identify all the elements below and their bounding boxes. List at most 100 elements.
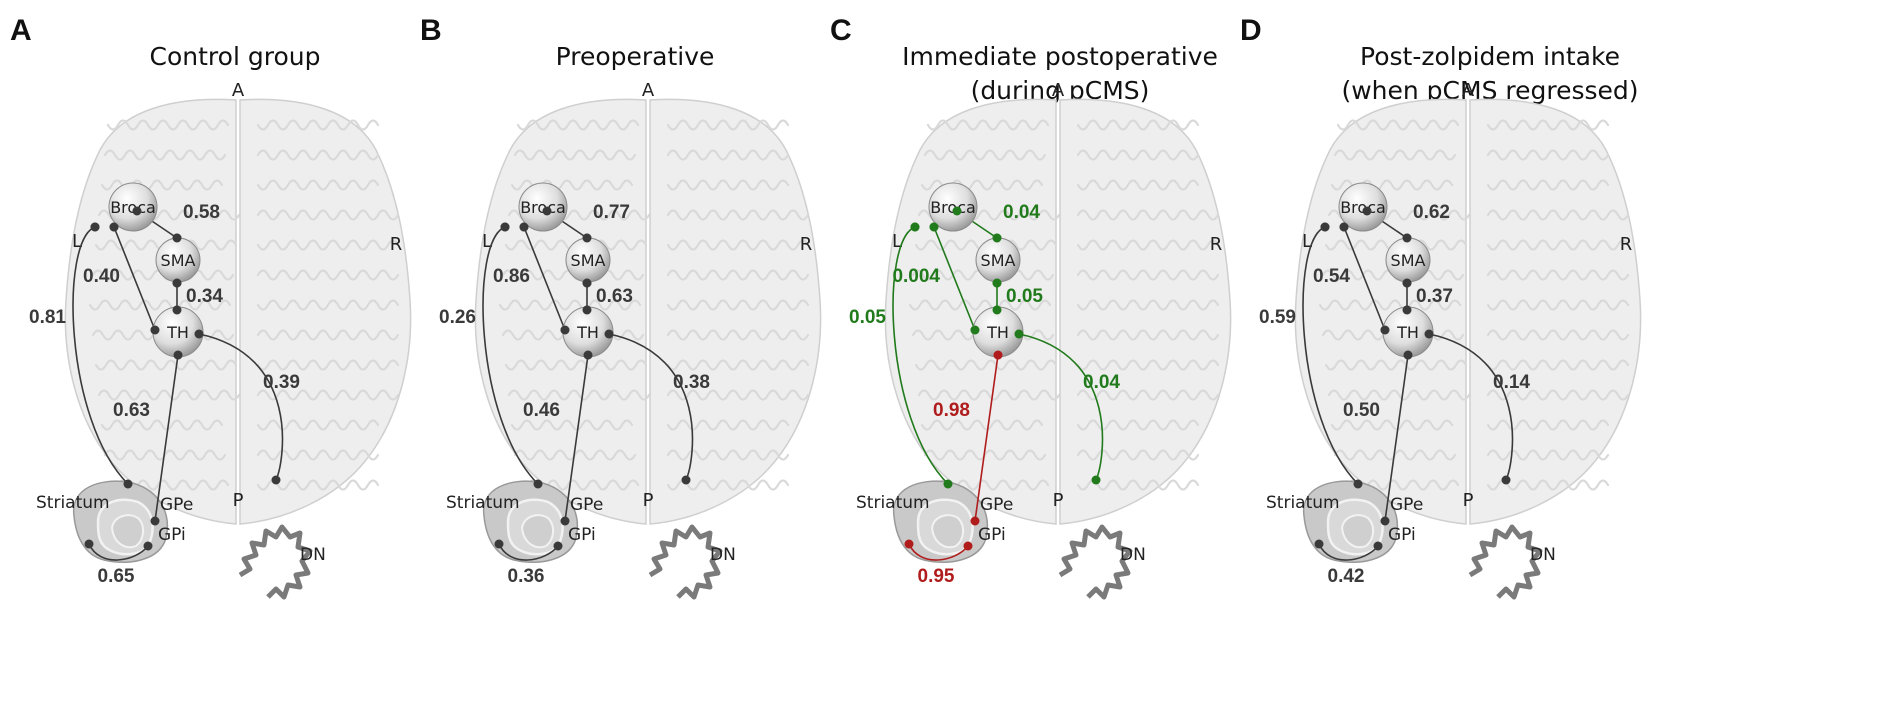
connection-value-broca-sma: 0.62 [1413,202,1450,223]
orientation-label-posterior: P [1463,490,1474,511]
connection-striatum-gpi [498,543,559,561]
connection-endpoint [970,325,980,335]
connection-endpoint [1091,475,1101,485]
connection-endpoint [494,539,504,549]
connection-endpoint [1380,325,1390,335]
connection-endpoint [1402,233,1412,243]
connection-broca-striatum [1302,226,1359,485]
connection-broca-th [113,226,156,331]
connection-value-th-dn: 0.38 [673,372,710,393]
connection-value-sma-th: 0.37 [1416,286,1453,307]
node-label-th: TH [166,323,189,342]
connection-endpoint [553,541,563,551]
orientation-label-right: R [1620,234,1633,255]
node-label-th: TH [986,323,1009,342]
connection-value-broca-th: 0.40 [83,266,120,287]
connection-endpoint [910,222,920,232]
orientation-label-right: R [800,234,813,255]
orientation-label-left: L [892,231,902,252]
connection-endpoint [173,350,183,360]
dentate-nucleus-illustration [1468,524,1543,600]
panel-letter: B [420,14,442,47]
panel-title-line: Control group [149,42,321,71]
connection-value-striatum-gpi: 0.95 [918,566,955,587]
connection-endpoint [992,278,1002,288]
connection-value-striatum-gpi: 0.65 [98,566,135,587]
connection-value-th-dn: 0.39 [263,372,300,393]
connection-endpoint [1362,206,1372,216]
node-broca [1338,182,1388,232]
connection-value-broca-striatum: 0.05 [849,307,886,328]
structure-label-striatum: Striatum [856,493,930,513]
node-label-sma: SMA [571,251,606,270]
connection-striatum-gpi [1318,543,1379,561]
basal-ganglia-illustration [893,480,988,563]
structure-label-gpi: GPi [568,525,596,545]
connection-value-th-dn: 0.04 [1083,372,1120,393]
connection-value-th-gpi: 0.50 [1343,400,1380,421]
connection-endpoint [582,305,592,315]
connection-value-striatum-gpi: 0.42 [1328,566,1365,587]
connection-th-gpi [1384,354,1409,522]
connection-value-th-gpi: 0.63 [113,400,150,421]
orientation-label-posterior: P [1053,490,1064,511]
structure-label-striatum: Striatum [446,493,520,513]
structure-label-dn: DN [300,545,326,565]
orientation-label-anterior: A [232,80,245,101]
brain-illustration [474,98,822,525]
connection-endpoint [542,206,552,216]
connection-endpoint [123,479,133,489]
orientation-label-right: R [1210,234,1223,255]
connection-endpoint [1353,479,1363,489]
node-broca [108,182,158,232]
connection-broca-striatum [482,226,539,485]
connection-value-sma-th: 0.34 [186,286,223,307]
structure-label-gpi: GPi [158,525,186,545]
connection-endpoint [1402,278,1412,288]
structure-label-dn: DN [710,545,736,565]
connection-value-th-gpi: 0.46 [523,400,560,421]
connection-broca-striatum [892,226,949,485]
connection-broca-th [523,226,566,331]
node-label-sma: SMA [981,251,1016,270]
orientation-label-anterior: A [642,80,655,101]
connection-broca-striatum [72,226,129,485]
node-label-broca: Broca [520,198,566,217]
node-label-broca: Broca [1340,198,1386,217]
connection-endpoint [993,350,1003,360]
connection-endpoint [519,222,529,232]
connection-endpoint [194,329,204,339]
panel-title: Control group [35,40,435,74]
connection-endpoint [1501,475,1511,485]
connection-endpoint [929,222,939,232]
node-label-sma: SMA [1391,251,1426,270]
connection-endpoint [604,329,614,339]
connection-endpoint [1424,329,1434,339]
connection-endpoint [1403,350,1413,360]
connection-endpoint [1402,305,1412,315]
orientation-label-left: L [482,231,492,252]
connection-endpoint [143,541,153,551]
connection-endpoint [970,516,980,526]
connection-endpoint [271,475,281,485]
connection-endpoint [533,479,543,489]
structure-label-dn: DN [1120,545,1146,565]
connection-endpoint [1314,539,1324,549]
node-broca [518,182,568,232]
dentate-nucleus-illustration [1058,524,1133,600]
connection-endpoint [992,305,1002,315]
connection-value-broca-sma: 0.77 [593,202,630,223]
connection-th-gpi [564,354,589,522]
node-label-th: TH [576,323,599,342]
connection-endpoint [1380,516,1390,526]
connection-endpoint [963,541,973,551]
panel-title-line: Immediate postoperative [902,42,1218,71]
dentate-nucleus-illustration [238,524,313,600]
structure-label-gpi: GPi [978,525,1006,545]
